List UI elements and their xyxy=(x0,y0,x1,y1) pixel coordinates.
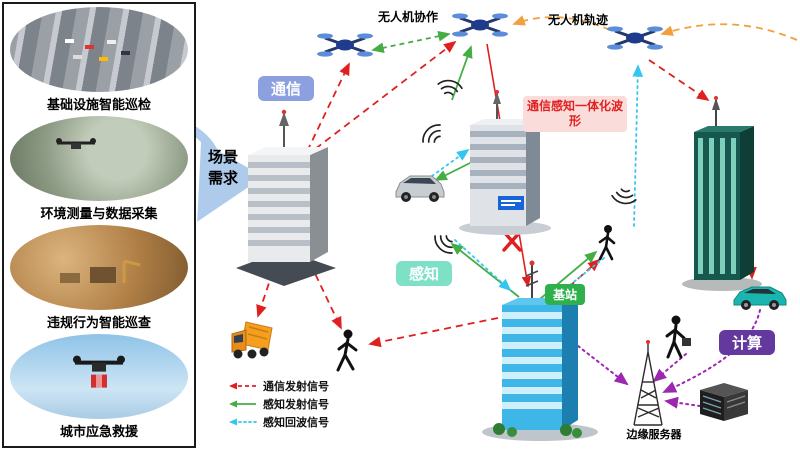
cyan-dotted-arrow-icon xyxy=(229,418,257,426)
radio-waves-icon xyxy=(611,188,637,205)
photo-rescue-drone xyxy=(10,334,188,419)
scene-requirement-arrow xyxy=(190,126,264,222)
computing-offload-arrows xyxy=(577,309,761,409)
building-left-tower xyxy=(236,109,336,286)
uav-trajectory-label: 无人机轨迹 xyxy=(548,13,609,27)
scenario-item-violation: 违规行为智能巡查 xyxy=(8,225,190,334)
building-right xyxy=(682,96,762,291)
truck-icon xyxy=(231,321,273,359)
traffic-cars-icon xyxy=(65,38,130,61)
green-solid-arrow-icon xyxy=(229,400,256,408)
isac-waveform-badge: 通信感知一体化波形 xyxy=(523,96,627,132)
rescue-drone-icon xyxy=(73,355,125,388)
edge-server-tower-icon xyxy=(633,340,663,426)
photo-construction-site xyxy=(10,225,188,310)
legend-row-sense-tx: 感知发射信号 xyxy=(228,396,329,412)
scenario-caption: 环境测量与数据采集 xyxy=(40,206,158,221)
scenario-item-measurement: 环境测量与数据采集 xyxy=(8,116,190,225)
pedestrian-icon xyxy=(598,225,616,261)
pedestrian-with-bag-icon xyxy=(665,315,691,359)
radio-waves-icon xyxy=(434,235,453,254)
scenario-caption: 违规行为智能巡查 xyxy=(46,315,151,330)
uav-icon xyxy=(607,26,663,50)
uav-icon xyxy=(452,13,508,37)
radio-waves-icon xyxy=(422,124,441,143)
radio-waves-icon xyxy=(437,79,463,96)
legend-row-comm-tx: 通信发射信号 xyxy=(228,378,329,394)
communication-badge: 通信 xyxy=(258,76,315,101)
signal-legend: 通信发射信号 感知发射信号 感知回波信号 xyxy=(228,378,329,432)
scenario-item-rescue: 城市应急救援 xyxy=(8,334,190,443)
edge-server-label: 边缘服务器 xyxy=(626,429,682,441)
construction-shapes-icon xyxy=(60,259,141,283)
uav-cooperation-label: 无人机协作 xyxy=(378,10,439,24)
scene-requirement-label: 场景需求 xyxy=(207,149,238,187)
car-icon xyxy=(395,175,445,202)
scenario-panel: 基础设施智能巡检 环境测量与数据采集 违规行为智能巡查 xyxy=(2,2,196,448)
legend-label: 感知回波信号 xyxy=(263,417,329,429)
red-dashed-arrow-icon xyxy=(229,382,256,390)
pedestrian-icon xyxy=(336,329,358,372)
drone-icon xyxy=(55,137,96,149)
base-station-badge: 基站 xyxy=(545,284,586,305)
legend-label: 通信发射信号 xyxy=(263,381,329,393)
building-middle xyxy=(459,90,551,235)
server-rack-icon xyxy=(700,383,748,421)
photo-traffic-aerial xyxy=(10,7,188,92)
scenario-caption: 基础设施智能巡检 xyxy=(46,97,151,112)
scenario-item-inspection: 基础设施智能巡检 xyxy=(8,7,190,116)
uav-icon xyxy=(317,33,373,57)
blocked-cross-icon xyxy=(502,230,522,252)
legend-row-sense-echo: 感知回波信号 xyxy=(228,414,329,430)
legend-label: 感知发射信号 xyxy=(263,399,329,411)
computing-badge: 计算 xyxy=(719,330,776,355)
uav-trajectory-arrows xyxy=(512,15,798,41)
photo-city-aerial xyxy=(10,116,188,201)
sensing-badge: 感知 xyxy=(396,261,453,286)
sports-car-icon xyxy=(733,286,787,310)
scenario-caption: 城市应急救援 xyxy=(59,424,138,439)
